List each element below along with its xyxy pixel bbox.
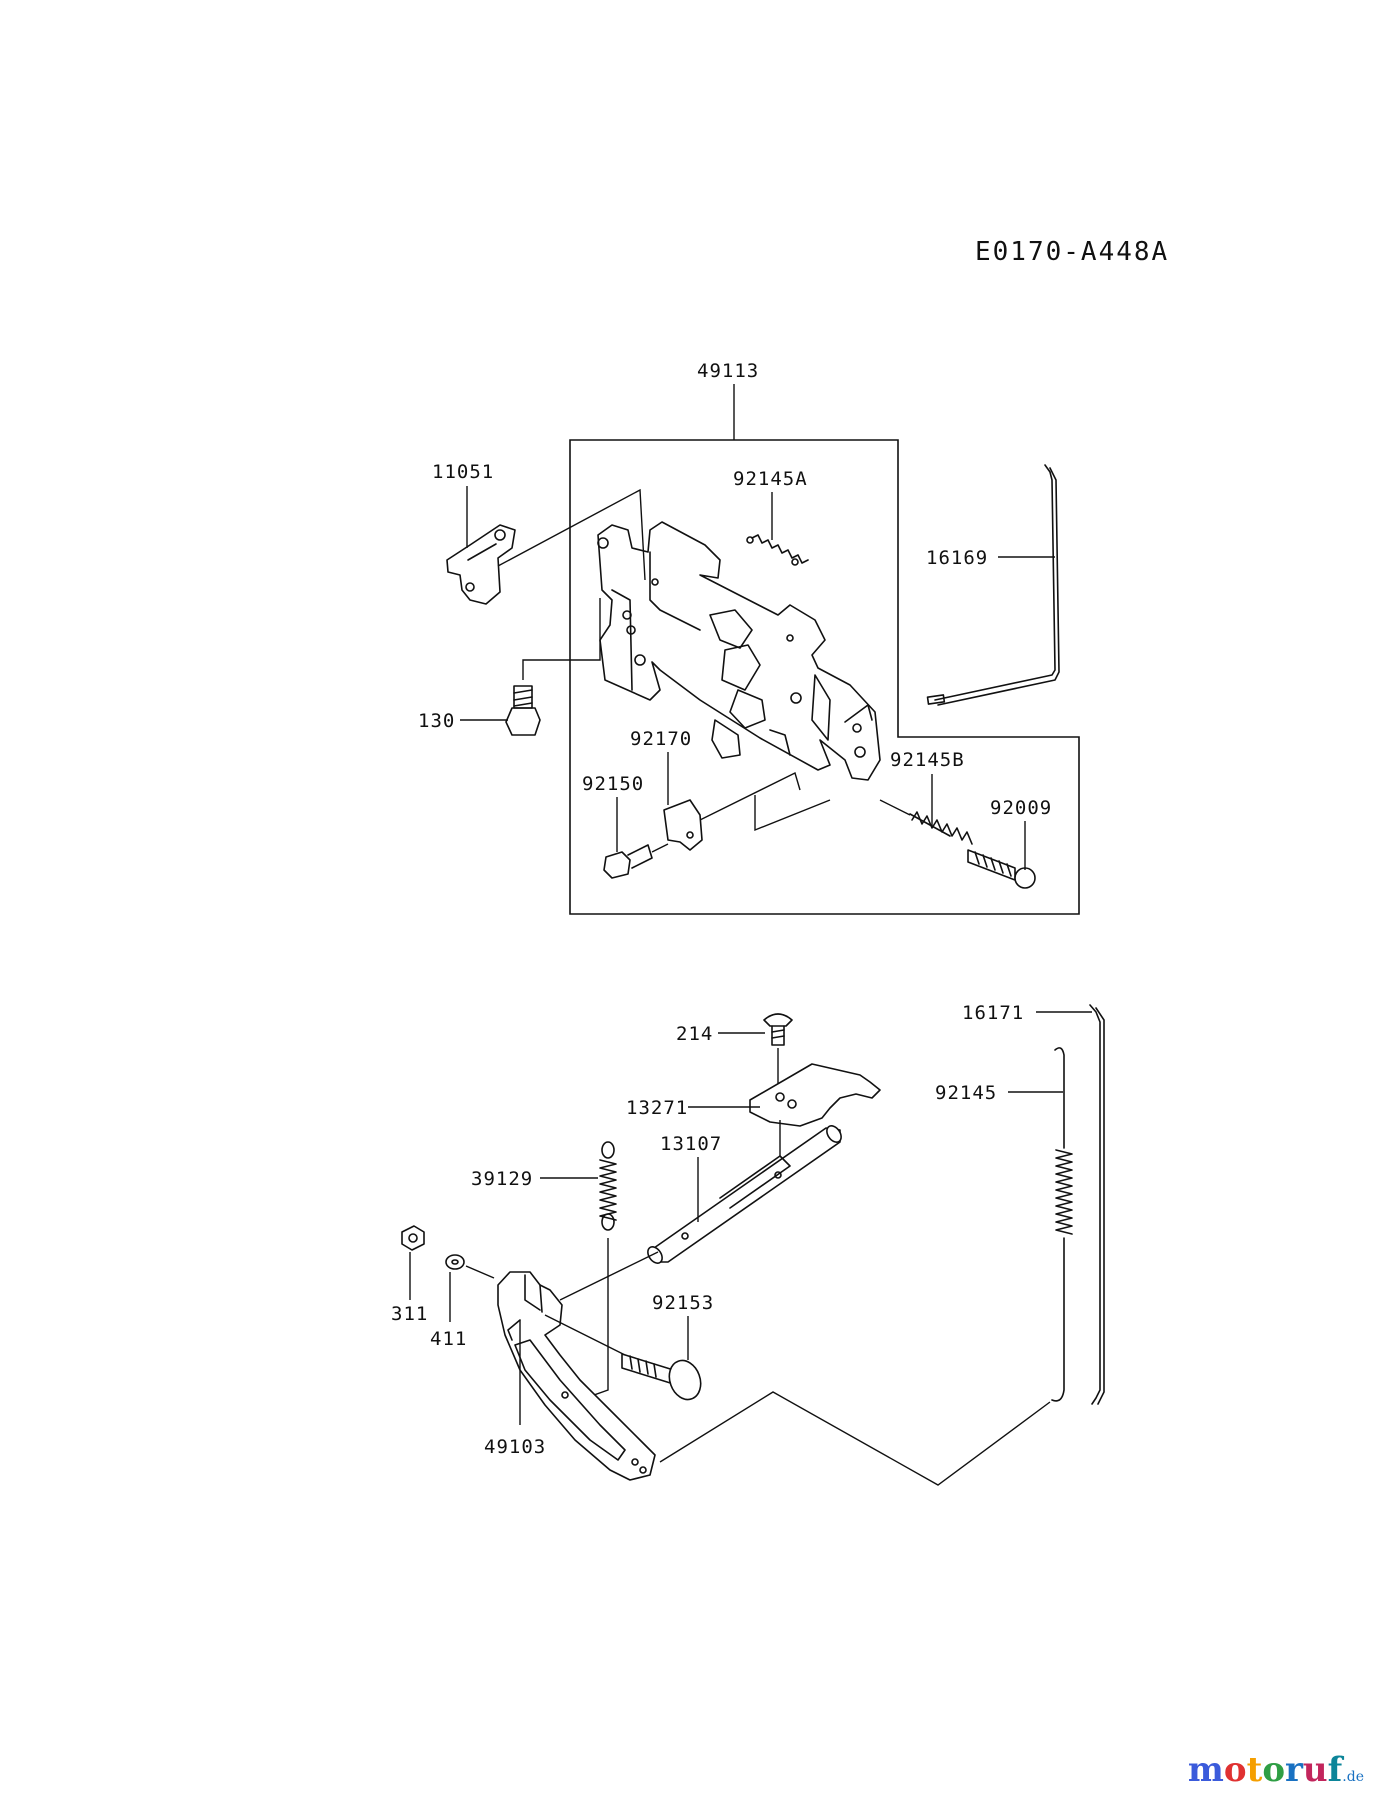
label-92153: 92153	[652, 1292, 714, 1314]
label-411: 411	[430, 1328, 467, 1350]
clip-92170	[663, 772, 831, 851]
spring-39129	[579, 1141, 617, 1401]
label-92145: 92145	[935, 1082, 997, 1104]
label-130: 130	[418, 710, 455, 732]
watermark-suffix: .de	[1342, 1769, 1364, 1785]
label-311: 311	[391, 1303, 428, 1325]
label-13271: 13271	[626, 1097, 688, 1119]
label-92170: 92170	[630, 728, 692, 750]
label-16169: 16169	[926, 547, 988, 569]
watermark-letter: t	[1246, 1750, 1263, 1790]
watermark-letter: f	[1327, 1750, 1343, 1790]
label-92145A: 92145A	[733, 468, 808, 490]
washer-411	[445, 1254, 495, 1279]
nut-311	[401, 1225, 425, 1251]
label-13107: 13107	[660, 1133, 722, 1155]
label-92009: 92009	[990, 797, 1052, 819]
label-214: 214	[676, 1023, 713, 1045]
watermark-letter: o	[1223, 1750, 1247, 1790]
shaft-13107	[647, 1120, 842, 1264]
bracket-11051	[446, 488, 646, 605]
watermark-letter: o	[1262, 1750, 1285, 1790]
spring-92145B	[879, 799, 973, 845]
linkage-connection-line	[659, 1391, 1051, 1486]
control-plate	[597, 521, 881, 781]
diagram-code: E0170-A448A	[975, 237, 1169, 267]
plate-13271	[749, 1063, 881, 1127]
label-92150: 92150	[582, 773, 644, 795]
watermark-letter: u	[1302, 1750, 1328, 1790]
label-49103: 49103	[484, 1436, 546, 1458]
assembly-frame	[569, 439, 1080, 915]
watermark-letter: r	[1285, 1750, 1303, 1790]
label-11051: 11051	[432, 461, 494, 483]
spring-92145A	[746, 534, 809, 566]
label-39129: 39129	[471, 1168, 533, 1190]
rod-16169	[926, 464, 1060, 706]
watermark-brand: motoruf	[1188, 1750, 1342, 1790]
lever-49103	[497, 1251, 659, 1481]
governor-linkage-group: 214 13271 13107 39129	[391, 1002, 1105, 1486]
bolt-130	[505, 598, 601, 736]
bolt-92150	[603, 843, 669, 879]
control-panel-assembly-group: 49113	[418, 360, 1080, 915]
watermark-letter: m	[1187, 1750, 1224, 1790]
label-49113: 49113	[697, 360, 759, 382]
pin-92153	[621, 1353, 702, 1401]
label-16171: 16171	[962, 1002, 1024, 1024]
rod-16171	[1089, 1004, 1105, 1405]
watermark-logo: motoruf.de	[1188, 1750, 1364, 1790]
spring-rod-92145	[1051, 1047, 1073, 1402]
label-92145B: 92145B	[890, 749, 965, 771]
